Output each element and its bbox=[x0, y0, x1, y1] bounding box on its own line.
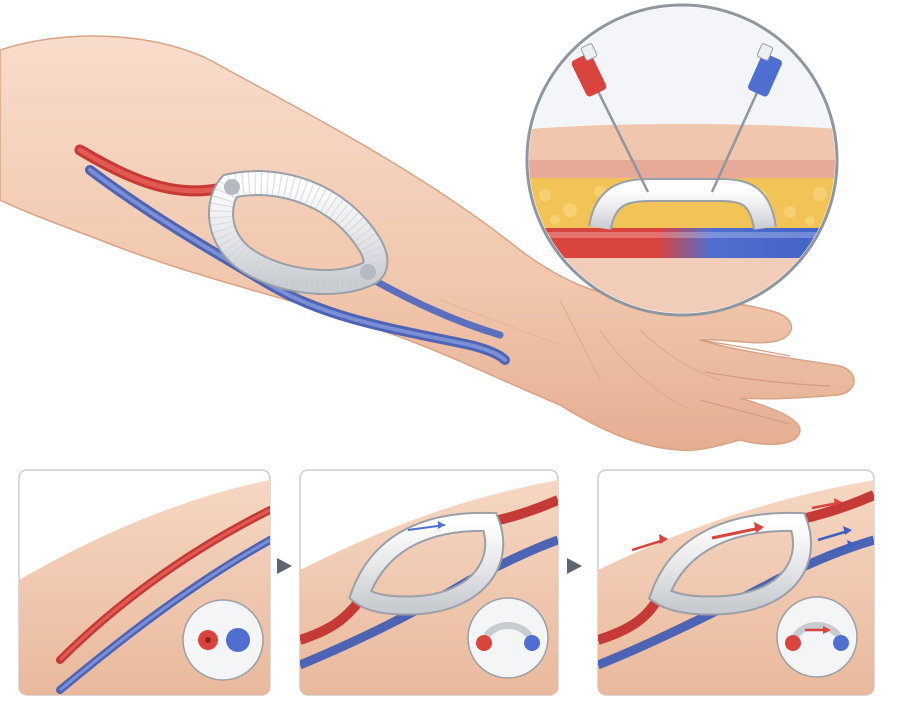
venous-needle bbox=[710, 43, 782, 193]
graft-bridge bbox=[590, 180, 775, 231]
graft-flow-arrow-icon bbox=[776, 596, 858, 678]
step-arrow-2 bbox=[567, 558, 582, 574]
arterial-needle bbox=[571, 43, 650, 193]
artery-vein-channel bbox=[529, 228, 835, 258]
graft-loop bbox=[350, 513, 503, 614]
magnified-inset bbox=[525, 3, 839, 317]
panel-2-graft-placed bbox=[299, 469, 559, 696]
graft-loop-flow bbox=[650, 513, 810, 614]
forearm bbox=[0, 35, 855, 452]
flow-arrows bbox=[631, 498, 856, 554]
two-vessel-cross-section-icon bbox=[182, 599, 264, 681]
dermis-layer bbox=[529, 160, 835, 178]
graft-loop-icon bbox=[467, 597, 549, 679]
arterial-anastomosis bbox=[224, 179, 240, 195]
panel-3-blood-flow bbox=[597, 469, 875, 696]
panel-1-native-vessels bbox=[18, 469, 271, 696]
graft-loop-main bbox=[208, 170, 389, 296]
venous-anastomosis bbox=[360, 264, 376, 280]
skin-layer bbox=[529, 124, 835, 160]
step-arrow-1 bbox=[277, 558, 292, 574]
